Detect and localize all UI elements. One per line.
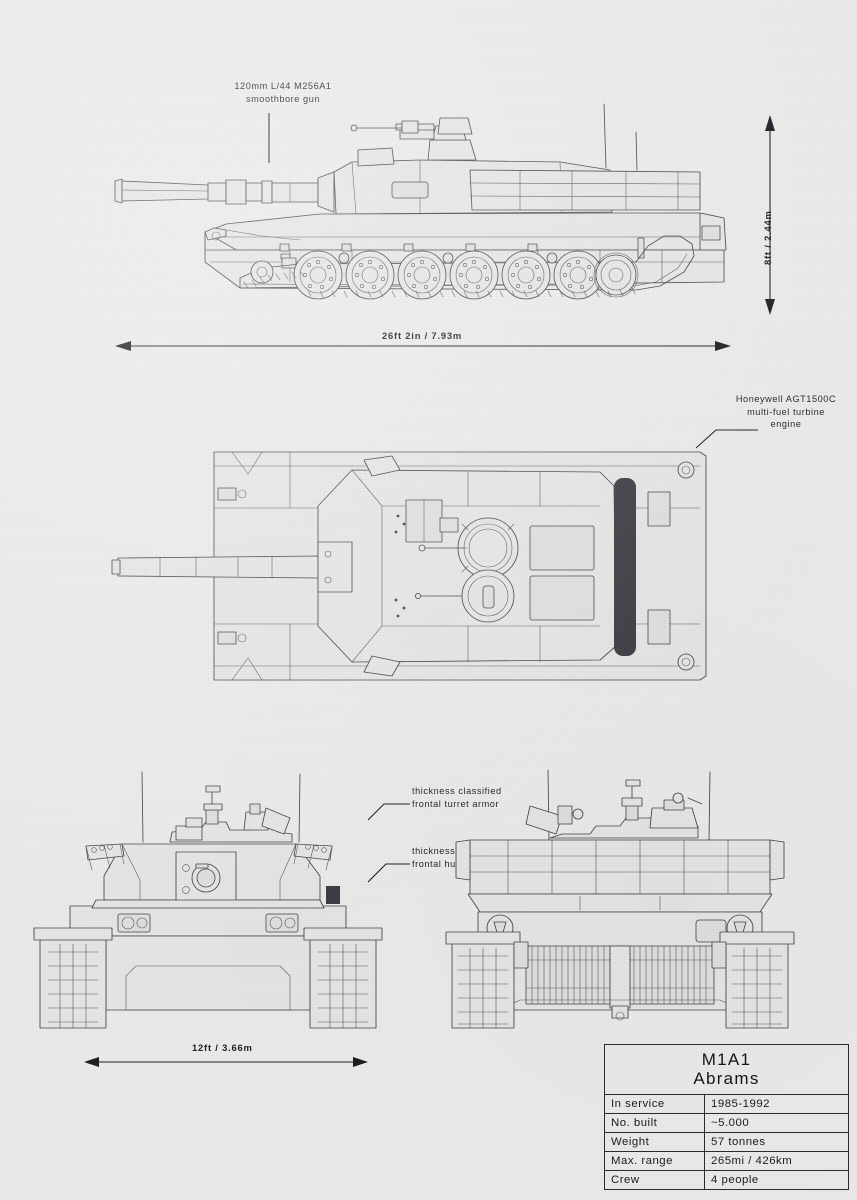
spec-label-no-built: No. built	[603, 1113, 706, 1133]
spec-value-max-range: 265mi / 426km	[704, 1151, 849, 1171]
engine-annotation: Honeywell AGT1500C multi-fuel turbine en…	[735, 394, 837, 430]
vehicle-designation: M1A1	[701, 1050, 752, 1069]
spec-value-in-service: 1985-1992	[704, 1094, 849, 1114]
hull-armor-leader-line	[367, 863, 410, 883]
spec-label-weight: Weight	[603, 1132, 706, 1152]
table-row: In service 1985-1992	[603, 1094, 849, 1114]
spec-value-weight: 57 tonnes	[704, 1132, 849, 1152]
height-dimension	[765, 115, 775, 315]
turret-armor-annotation: thickness classified frontal turret armo…	[412, 786, 502, 809]
width-dimension	[84, 1057, 368, 1067]
width-dimension-label: 12ft / 3.66m	[192, 1042, 253, 1053]
table-row: Crew 4 people	[603, 1170, 849, 1190]
table-row: Weight 57 tonnes	[603, 1132, 849, 1152]
engine-leader-line	[695, 429, 758, 449]
spec-table-body: M1A1 Abrams In service 1985-1992 No. bui…	[603, 1044, 849, 1190]
table-row: No. built ~5.000	[603, 1113, 849, 1133]
gun-leader-line	[268, 113, 270, 163]
spec-label-in-service: In service	[603, 1094, 706, 1114]
side-view-drawing	[114, 103, 727, 300]
front-view-drawing	[33, 771, 383, 1029]
spec-label-max-range: Max. range	[603, 1151, 706, 1171]
spec-table-title-cell: M1A1 Abrams	[604, 1044, 849, 1095]
spec-table: M1A1 Abrams In service 1985-1992 No. bui…	[603, 1044, 849, 1190]
spec-label-crew: Crew	[603, 1170, 706, 1190]
gun-annotation: 120mm L/44 M256A1 smoothbore gun	[234, 81, 332, 104]
vehicle-name: Abrams	[693, 1069, 760, 1088]
height-dimension-label: 8ft / 2.44m	[762, 210, 773, 265]
spec-table-title-row: M1A1 Abrams	[604, 1044, 849, 1095]
length-dimension-label: 26ft 2in / 7.93m	[382, 330, 463, 341]
length-dimension	[115, 341, 731, 351]
spec-value-no-built: ~5.000	[704, 1113, 849, 1133]
table-row: Max. range 265mi / 426km	[603, 1151, 849, 1171]
spec-value-crew: 4 people	[704, 1170, 849, 1190]
top-view-drawing	[111, 451, 707, 681]
turret-armor-leader-line	[367, 803, 410, 821]
rear-view-drawing	[445, 769, 795, 1029]
